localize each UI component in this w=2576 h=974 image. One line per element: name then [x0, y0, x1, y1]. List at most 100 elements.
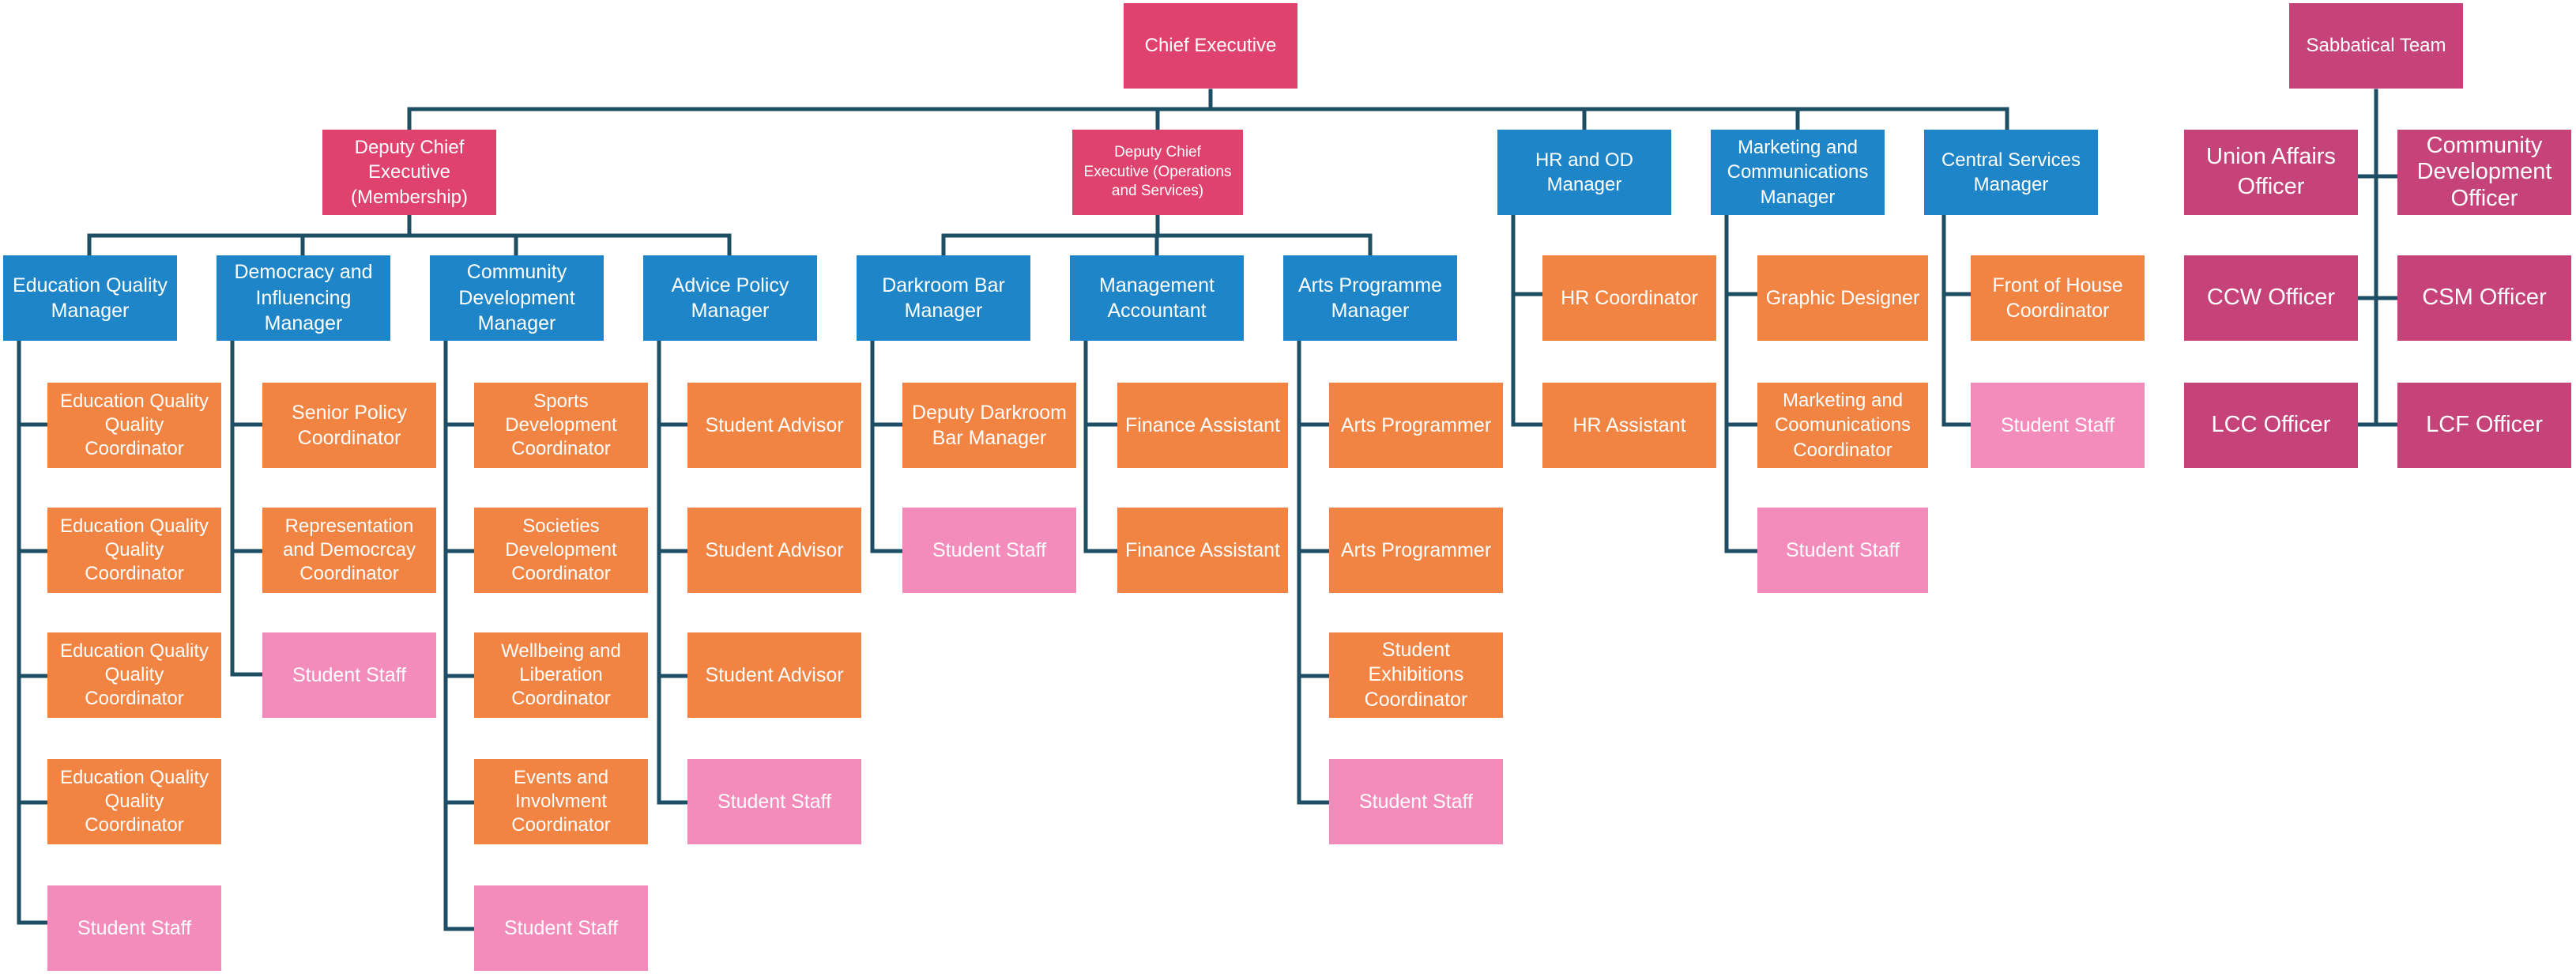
student-exhibitions-coordinator-box: Student Exhibitions Coordinator — [1329, 632, 1503, 718]
hr-od-manager-label: HR and OD Manager — [1535, 149, 1634, 195]
societies-development-coordinator-box: Societies Development Coordinator — [474, 508, 648, 593]
deputy-darkroom-manager-label: Deputy Darkroom Bar Manager — [912, 401, 1067, 450]
graphic-designer-label: Graphic Designer — [1765, 286, 1920, 309]
marketing-coordinator-box: Marketing and Coomunications Coordinator — [1757, 383, 1928, 468]
central-services-manager-label: Central Services Manager — [1941, 149, 2081, 195]
marketing-manager-box: Marketing and Communications Manager — [1711, 130, 1885, 215]
graphic-designer-box: Graphic Designer — [1757, 255, 1928, 341]
arts-programmer-2-label: Arts Programmer — [1340, 538, 1492, 561]
education-quality-manager-label: Education Quality Manager — [13, 274, 168, 323]
student-advisor-2-box: Student Advisor — [687, 508, 861, 593]
hr-coordinator-label: HR Coordinator — [1561, 286, 1698, 309]
democracy-manager-box: Democracy and Influencing Manager — [217, 255, 390, 341]
marketing-student-staff-box: Student Staff — [1757, 508, 1928, 593]
advice-student-staff-label: Student Staff — [717, 790, 832, 813]
events-coordinator-box: Events and Involvment Coordinator — [474, 759, 648, 844]
lcc-officer-label: LCC Officer — [2211, 412, 2331, 438]
union-affairs-officer-label: Union Affairs Officer — [2206, 144, 2336, 199]
finance-assistant-2-box: Finance Assistant — [1117, 508, 1288, 593]
student-advisor-1-box: Student Advisor — [687, 383, 861, 468]
marketing-coordinator-label: Marketing and Coomunications Coordinator — [1774, 390, 1911, 461]
darkroom-student-staff-box: Student Staff — [902, 508, 1076, 593]
sports-development-coordinator-box: Sports Development Coordinator — [474, 383, 648, 468]
wellbeing-coordinator-label: Wellbeing and Liberation Coordinator — [501, 640, 621, 709]
education-quality-coordinator-3-label: Education Quality Quality Coordinator — [59, 640, 209, 709]
community-development-manager-label: Community Development Manager — [458, 261, 575, 335]
management-accountant-label: Management Accountant — [1099, 274, 1215, 323]
deputy-operations-box: Deputy Chief Executive (Operations and S… — [1072, 130, 1243, 215]
arts-programmer-2-box: Arts Programmer — [1329, 508, 1503, 593]
marketing-student-staff-label: Student Staff — [1785, 538, 1900, 561]
advice-policy-manager-label: Advice Policy Manager — [671, 274, 789, 323]
education-quality-coordinator-2-box: Education Quality Quality Coordinator — [47, 508, 221, 593]
darkroom-student-staff-label: Student Staff — [932, 538, 1047, 561]
sabbatical-team-box: Sabbatical Team — [2289, 3, 2463, 89]
deputy-darkroom-manager-box: Deputy Darkroom Bar Manager — [902, 383, 1076, 468]
education-quality-coordinator-4-box: Education Quality Quality Coordinator — [47, 759, 221, 844]
deputy-membership-label: Deputy Chief Executive (Membership) — [350, 137, 469, 208]
education-quality-student-staff-box: Student Staff — [47, 885, 221, 971]
lcf-officer-box: LCF Officer — [2397, 383, 2571, 468]
csm-officer-label: CSM Officer — [2422, 285, 2547, 311]
darkroom-bar-manager-label: Darkroom Bar Manager — [882, 274, 1005, 323]
democracy-student-staff-label: Student Staff — [292, 663, 407, 686]
hr-assistant-label: HR Assistant — [1572, 413, 1686, 436]
central-services-student-staff-box: Student Staff — [1971, 383, 2145, 468]
advice-policy-manager-box: Advice Policy Manager — [643, 255, 817, 341]
arts-programme-manager-label: Arts Programme Manager — [1298, 274, 1442, 323]
community-development-student-staff-label: Student Staff — [503, 916, 619, 939]
lcf-officer-label: LCF Officer — [2426, 412, 2543, 438]
deputy-membership-box: Deputy Chief Executive (Membership) — [322, 130, 496, 215]
arts-programmer-1-box: Arts Programmer — [1329, 383, 1503, 468]
central-services-manager-box: Central Services Manager — [1924, 130, 2098, 215]
management-accountant-box: Management Accountant — [1070, 255, 1244, 341]
community-development-manager-box: Community Development Manager — [430, 255, 604, 341]
education-quality-manager-box: Education Quality Manager — [3, 255, 177, 341]
community-development-student-staff-box: Student Staff — [474, 885, 648, 971]
student-advisor-2-label: Student Advisor — [705, 538, 844, 561]
student-exhibitions-coordinator-label: Student Exhibitions Coordinator — [1364, 639, 1468, 711]
front-of-house-coordinator-box: Front of House Coordinator — [1971, 255, 2145, 341]
advice-student-staff-box: Student Staff — [687, 759, 861, 844]
csm-officer-box: CSM Officer — [2397, 255, 2571, 341]
marketing-manager-label: Marketing and Communications Manager — [1727, 137, 1869, 208]
finance-assistant-1-box: Finance Assistant — [1117, 383, 1288, 468]
union-affairs-officer-box: Union Affairs Officer — [2184, 130, 2358, 215]
sports-development-coordinator-label: Sports Development Coordinator — [505, 391, 617, 459]
arts-programme-manager-box: Arts Programme Manager — [1283, 255, 1457, 341]
wellbeing-coordinator-box: Wellbeing and Liberation Coordinator — [474, 632, 648, 718]
hr-assistant-box: HR Assistant — [1542, 383, 1716, 468]
front-of-house-coordinator-label: Front of House Coordinator — [1992, 274, 2123, 323]
community-development-officer-box: Community Development Officer — [2397, 130, 2571, 215]
societies-development-coordinator-label: Societies Development Coordinator — [505, 515, 617, 584]
chief-executive-box: Chief Executive — [1124, 3, 1297, 89]
hr-od-manager-box: HR and OD Manager — [1497, 130, 1671, 215]
education-quality-coordinator-1-label: Education Quality Quality Coordinator — [59, 391, 209, 459]
education-quality-student-staff-label: Student Staff — [77, 916, 192, 939]
chief-executive-label: Chief Executive — [1144, 35, 1277, 57]
representation-coordinator-box: Representation and Democrcay Coordinator — [262, 508, 436, 593]
sabbatical-team-label: Sabbatical Team — [2306, 35, 2446, 57]
finance-assistant-2-label: Finance Assistant — [1125, 538, 1280, 561]
arts-student-staff-box: Student Staff — [1329, 759, 1503, 844]
hr-coordinator-box: HR Coordinator — [1542, 255, 1716, 341]
education-quality-coordinator-1-box: Education Quality Quality Coordinator — [47, 383, 221, 468]
community-development-officer-label: Community Development Officer — [2416, 132, 2552, 211]
deputy-operations-label: Deputy Chief Executive (Operations and S… — [1083, 143, 1232, 200]
arts-student-staff-label: Student Staff — [1358, 790, 1474, 813]
finance-assistant-1-label: Finance Assistant — [1125, 413, 1280, 436]
representation-coordinator-label: Representation and Democrcay Coordinator — [282, 515, 416, 584]
senior-policy-coordinator-label: Senior Policy Coordinator — [292, 401, 407, 450]
democracy-manager-label: Democracy and Influencing Manager — [234, 261, 373, 335]
darkroom-bar-manager-box: Darkroom Bar Manager — [857, 255, 1030, 341]
ccw-officer-box: CCW Officer — [2184, 255, 2358, 341]
senior-policy-coordinator-box: Senior Policy Coordinator — [262, 383, 436, 468]
student-advisor-3-box: Student Advisor — [687, 632, 861, 718]
student-advisor-1-label: Student Advisor — [705, 413, 844, 436]
arts-programmer-1-label: Arts Programmer — [1340, 413, 1492, 436]
education-quality-coordinator-2-label: Education Quality Quality Coordinator — [59, 515, 209, 584]
education-quality-coordinator-3-box: Education Quality Quality Coordinator — [47, 632, 221, 718]
ccw-officer-label: CCW Officer — [2206, 285, 2336, 311]
education-quality-coordinator-4-label: Education Quality Quality Coordinator — [59, 767, 209, 836]
